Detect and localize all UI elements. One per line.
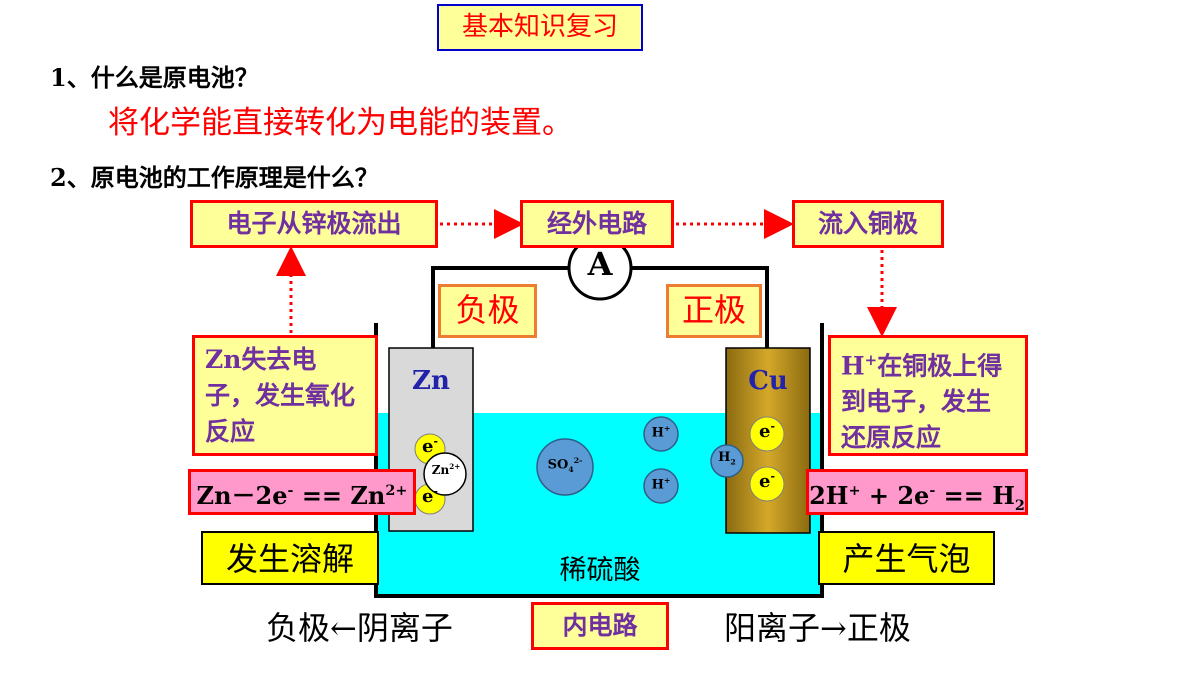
cation-direction: 阳离子→正极 — [724, 609, 911, 647]
anode-label: 负极 — [438, 284, 537, 338]
zn-ion-label: Zn2+ — [431, 462, 461, 477]
h-ion-2-label: H+ — [651, 476, 671, 493]
cathode-label: 正极 — [666, 284, 762, 338]
cathode-result: 产生气泡 — [818, 531, 995, 585]
electron-cu-1-label: e- — [759, 420, 775, 442]
beaker — [374, 323, 824, 598]
electron-cu-2-label: e- — [759, 470, 775, 492]
h-ion-1 — [643, 416, 679, 452]
title-box: 基本知识复习 — [437, 4, 643, 51]
anode-equation: Zn－2e- == Zn2+ — [188, 469, 416, 515]
external-wire-right — [632, 266, 769, 348]
flow-box-external: 经外电路 — [520, 200, 674, 248]
external-wire — [431, 266, 568, 348]
anion-direction: 负极←阴离子 — [266, 609, 453, 647]
electron-zn-1-label: e- — [422, 435, 438, 457]
ammeter-label: A — [587, 245, 613, 283]
electron-cu-2 — [749, 466, 785, 502]
inner-circuit-label: 内电路 — [531, 602, 669, 650]
flow-box-cu-in: 流入铜极 — [792, 200, 944, 248]
sulfate-ion — [536, 438, 594, 496]
cathode-equation: 2H+ + 2e- == H2 — [806, 469, 1028, 515]
zn-electrode-label: Zn — [412, 366, 450, 396]
anode-result: 发生溶解 — [201, 531, 379, 585]
solution-label: 稀硫酸 — [559, 555, 641, 586]
anode-description: Zn失去电子，发生氧化反应 — [192, 335, 378, 456]
h2-label: H2 — [718, 450, 736, 467]
electron-cu-1 — [749, 416, 785, 452]
h-ion-2 — [643, 468, 679, 504]
question-2: 2、原电池的工作原理是什么？ — [50, 163, 379, 192]
h2-molecule — [710, 444, 744, 478]
question-1: 1、什么是原电池？ — [50, 63, 259, 92]
sulfate-ion-label: SO42- — [547, 456, 583, 474]
electron-zn-2-label: e- — [422, 485, 438, 507]
cathode-description: H+在铜极上得到电子，发生还原反应 — [828, 335, 1028, 456]
cu-electrode-label: Cu — [748, 366, 788, 396]
answer-1: 将化学能直接转化为电能的装置。 — [108, 105, 573, 141]
zn-ion — [423, 452, 467, 496]
h-ion-1-label: H+ — [651, 424, 671, 441]
flow-box-zn-out: 电子从锌极流出 — [190, 200, 438, 248]
